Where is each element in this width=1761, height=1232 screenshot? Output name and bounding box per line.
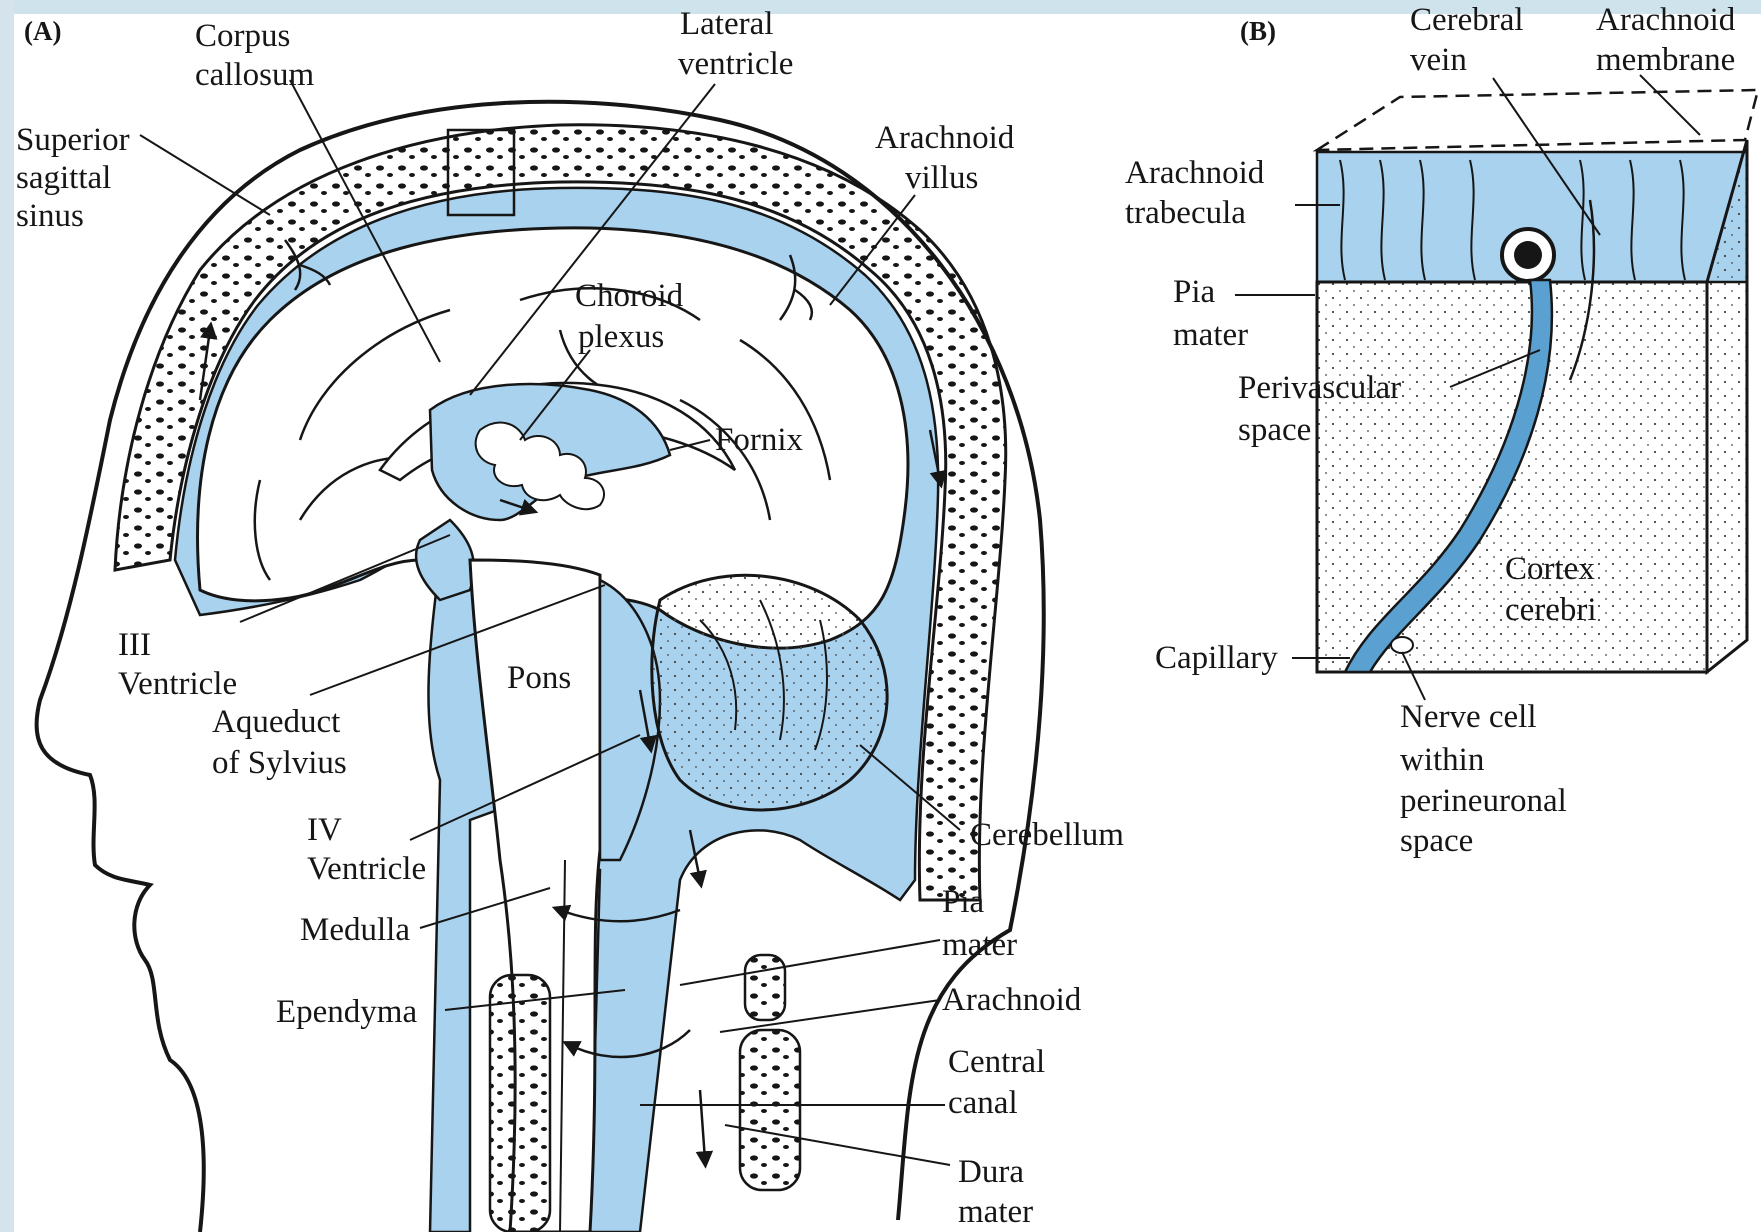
label-lateral-ventricle-1: Lateral xyxy=(680,6,773,42)
vertebra-back xyxy=(740,1030,800,1190)
label-fourth-ventricle-2: Ventricle xyxy=(307,851,426,887)
label-arachnoid-membrane-2: membrane xyxy=(1596,42,1735,78)
label-arachnoid-villus-1: Arachnoid xyxy=(875,120,1015,156)
label-superior-sagittal-sinus-1: Superior xyxy=(16,122,130,158)
nerve-cell-b xyxy=(1391,637,1413,653)
label-cortex-cerebri-2: cerebri xyxy=(1505,592,1597,628)
vertebra-front xyxy=(490,975,550,1232)
label-cerebral-vein-1: Cerebral xyxy=(1410,2,1524,38)
label-central-canal-2: canal xyxy=(948,1085,1018,1121)
label-central-canal-1: Central xyxy=(948,1044,1045,1080)
label-fornix: Fornix xyxy=(715,422,804,458)
cerebral-vein-lumen xyxy=(1514,241,1542,269)
cerebellum xyxy=(652,575,887,810)
label-arachnoid-membrane-1: Arachnoid xyxy=(1596,2,1736,38)
left-edge-bar xyxy=(0,0,14,1232)
label-pia-mater-a-2: mater xyxy=(942,927,1017,963)
label-nerve-cell-1: Nerve cell xyxy=(1400,699,1537,735)
vertebra-back-small xyxy=(745,955,785,1020)
label-ependyma: Ependyma xyxy=(276,994,417,1030)
label-arachnoid-trabecula-1: Arachnoid xyxy=(1125,155,1265,191)
label-medulla: Medulla xyxy=(300,912,410,948)
label-pia-mater-b-1: Pia xyxy=(1173,274,1216,310)
label-corpus-callosum-1: Corpus xyxy=(195,18,290,54)
label-fourth-ventricle-1: IV xyxy=(307,812,342,848)
label-cerebral-vein-2: vein xyxy=(1410,42,1467,78)
label-cerebellum: Cerebellum xyxy=(970,817,1124,853)
label-dura-mater-1: Dura xyxy=(958,1154,1024,1190)
label-arachnoid-trabecula-2: trabecula xyxy=(1125,195,1246,231)
label-corpus-callosum-2: callosum xyxy=(195,57,314,93)
label-perivascular-space-1: Perivascular xyxy=(1238,370,1401,406)
label-pia-mater-b-2: mater xyxy=(1173,317,1248,353)
label-nerve-cell-4: space xyxy=(1400,823,1473,859)
panel-b-letter: (B) xyxy=(1240,16,1276,46)
label-superior-sagittal-sinus-3: sinus xyxy=(16,198,84,234)
panel-a-letter: (A) xyxy=(24,16,61,46)
label-arachnoid: Arachnoid xyxy=(942,982,1082,1018)
label-capillary: Capillary xyxy=(1155,640,1278,676)
label-third-ventricle-2: Ventricle xyxy=(118,666,237,702)
label-pons: Pons xyxy=(507,660,571,696)
label-lateral-ventricle-2: ventricle xyxy=(678,46,793,82)
label-nerve-cell-2: within xyxy=(1400,742,1484,778)
label-dura-mater-2: mater xyxy=(958,1194,1033,1230)
label-choroid-plexus-2: plexus xyxy=(578,319,664,355)
label-superior-sagittal-sinus-2: sagittal xyxy=(16,160,111,196)
label-pia-mater-a-1: Pia xyxy=(942,884,985,920)
label-choroid-plexus-1: Choroid xyxy=(575,278,684,314)
label-arachnoid-villus-2: villus xyxy=(905,160,978,196)
label-perivascular-space-2: space xyxy=(1238,412,1311,448)
label-aqueduct-of-sylvius-2: of Sylvius xyxy=(212,745,347,781)
block-top-face xyxy=(1317,90,1758,150)
label-third-ventricle-1: III xyxy=(118,627,151,663)
label-aqueduct-of-sylvius-1: Aqueduct xyxy=(212,704,340,740)
label-cortex-cerebri-1: Cortex xyxy=(1505,551,1595,587)
label-nerve-cell-3: perineuronal xyxy=(1400,783,1567,819)
